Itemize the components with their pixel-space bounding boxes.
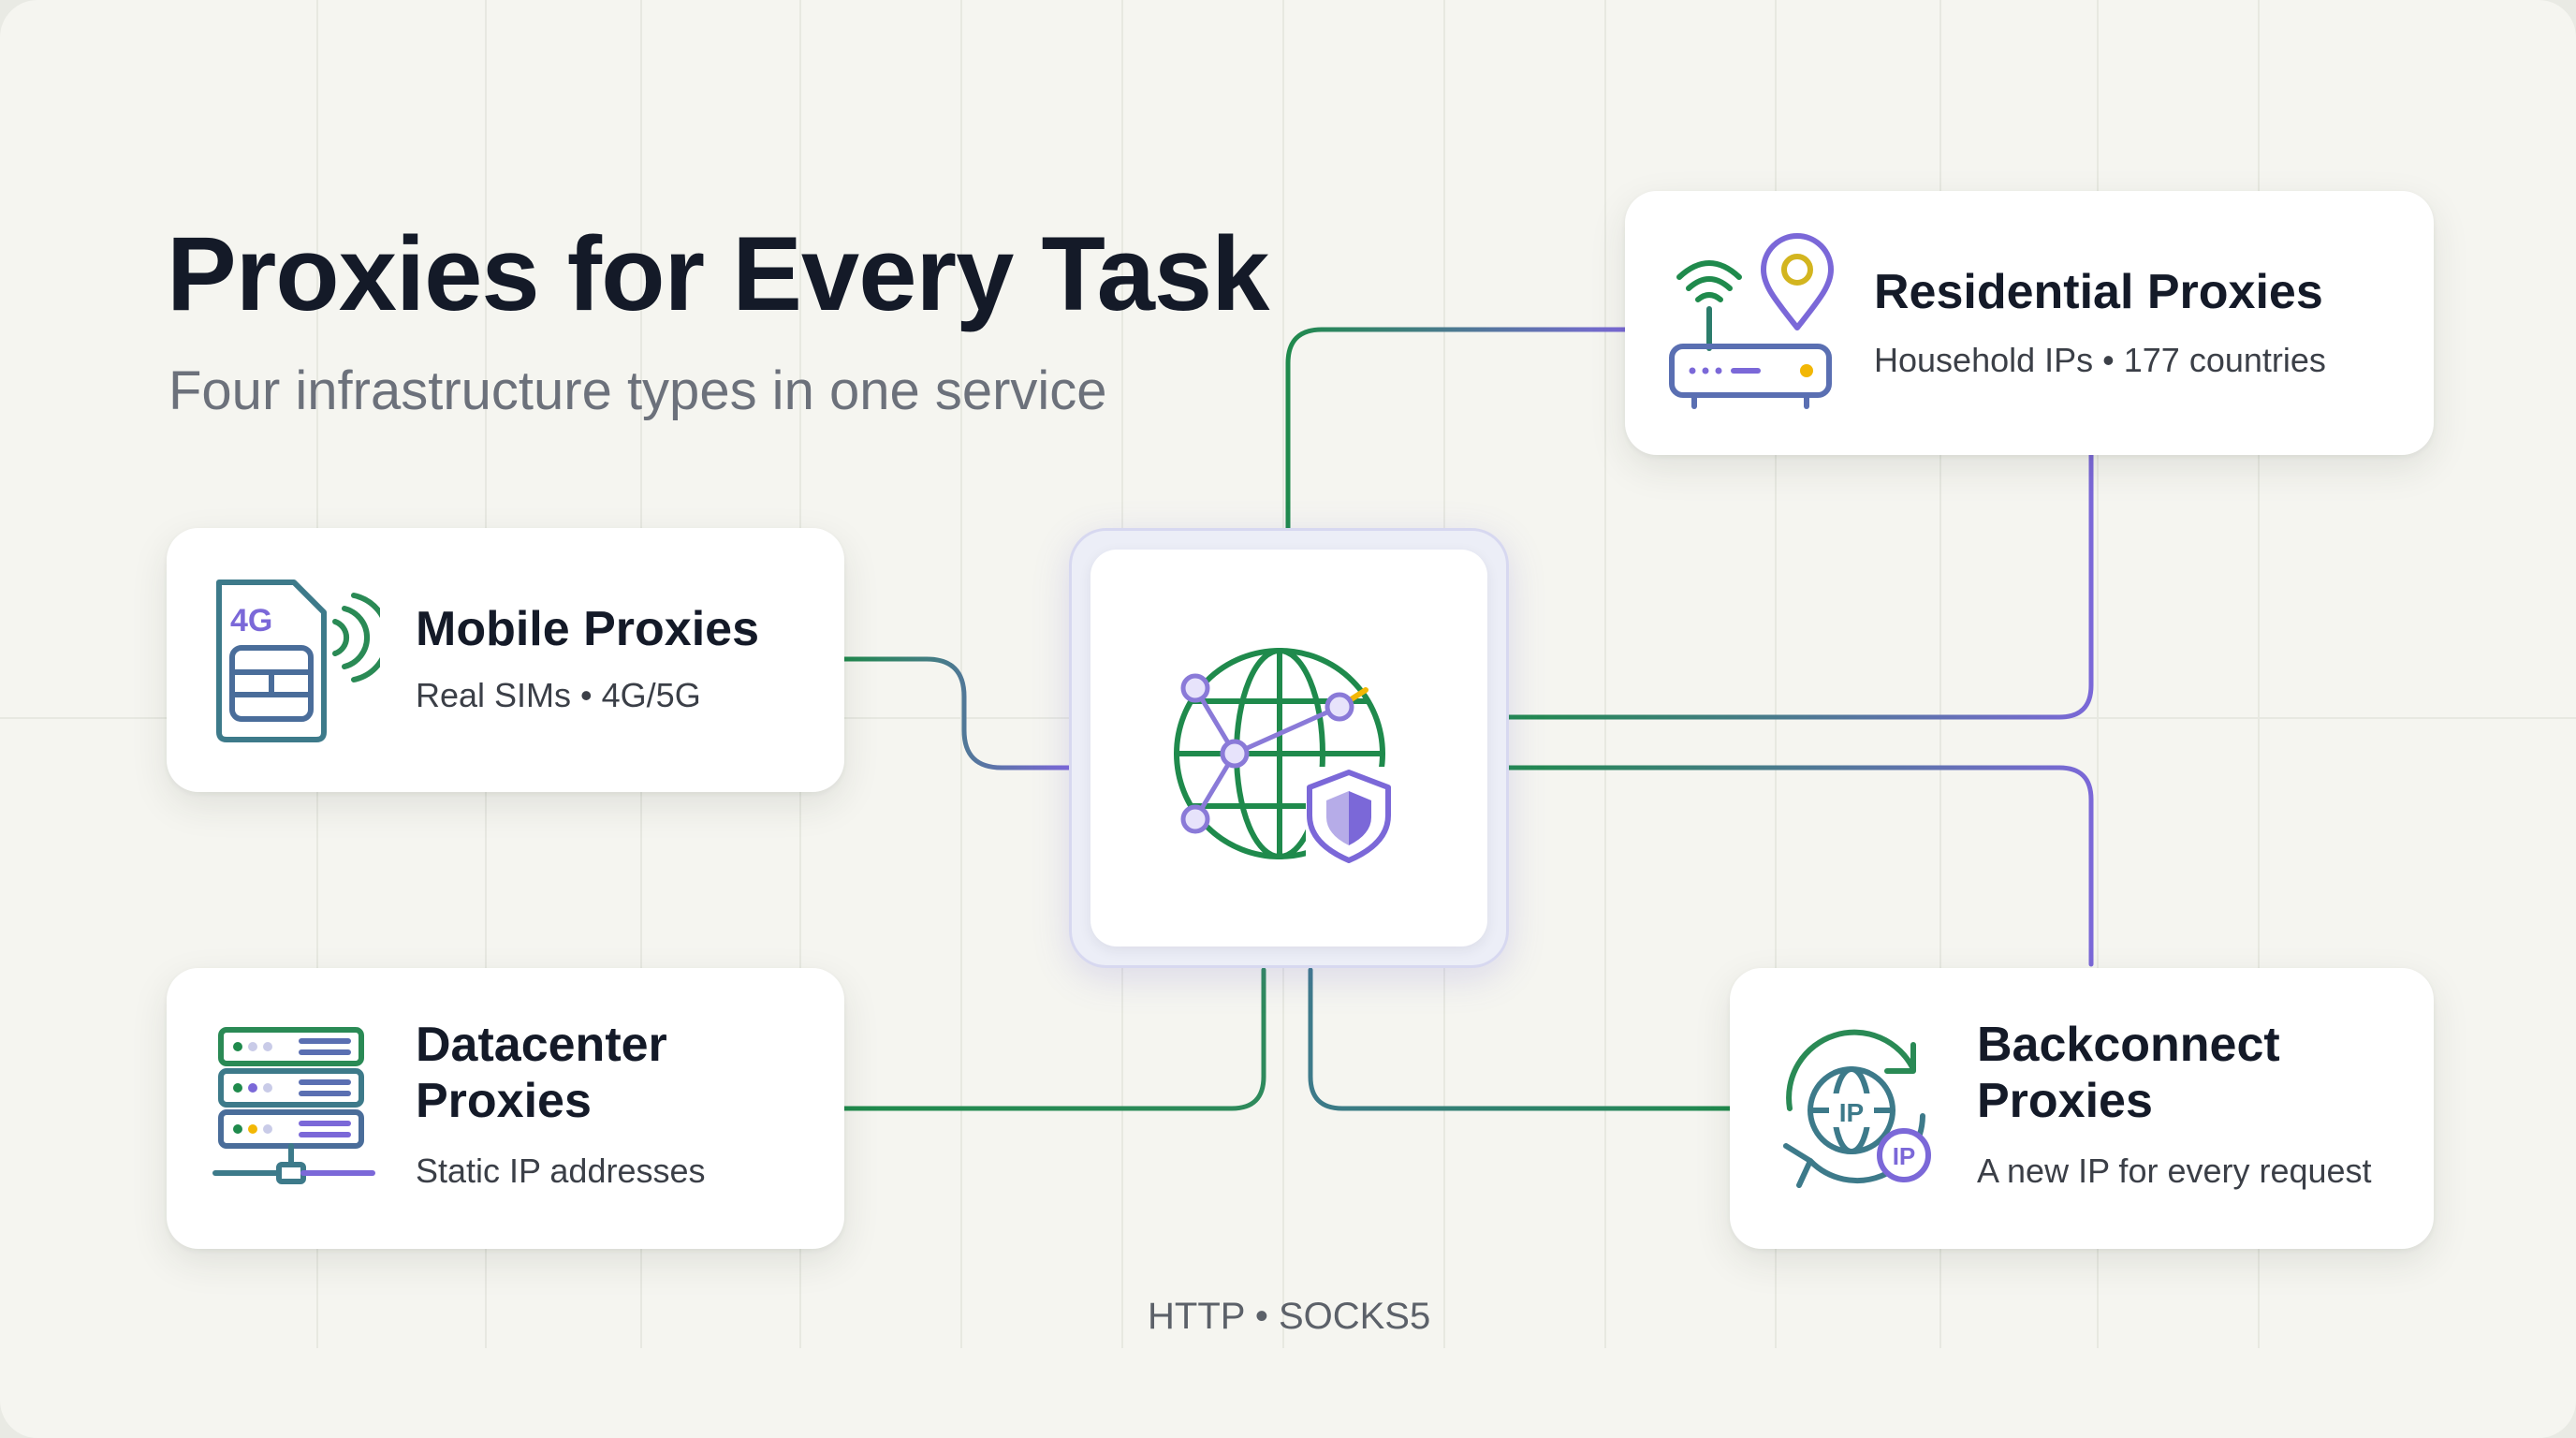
card-title: Residential Proxies [1874, 265, 2323, 319]
grid-line [1775, 0, 1777, 1348]
ip-label: IP [1839, 1098, 1864, 1127]
card-title-line: Proxies [1977, 1074, 2153, 1128]
central-hub [1069, 528, 1509, 968]
card-description: Household IPs • 177 countries [1874, 341, 2326, 379]
card-description: Static IP addresses [416, 1152, 706, 1190]
card-datacenter-proxies: Datacenter Proxies Static IP addresses [167, 968, 844, 1249]
ip-badge-label: IP [1893, 1142, 1916, 1170]
card-title-line: Proxies [416, 1074, 592, 1128]
sim-card-signal-icon: 4G [216, 580, 380, 742]
page-title: Proxies for Every Task [167, 215, 1269, 332]
card-title-line: Datacenter [416, 1018, 667, 1072]
router-location-icon [1669, 233, 1834, 409]
grid-line [2258, 0, 2260, 1348]
protocols-label: HTTP • SOCKS5 [1148, 1296, 1431, 1337]
server-rack-icon [212, 1027, 375, 1184]
card-title-line: Backconnect [1977, 1018, 2280, 1072]
sim-label: 4G [230, 603, 272, 638]
rotating-ip-icon: IP IP [1783, 1029, 1931, 1188]
card-description: Real SIMs • 4G/5G [416, 676, 701, 714]
grid-line [1604, 0, 1606, 1348]
hub-panel [1090, 550, 1487, 946]
card-title: Mobile Proxies [416, 602, 759, 656]
page-subtitle: Four infrastructure types in one service [168, 360, 1107, 421]
globe-shield-icon [1174, 648, 1392, 864]
card-residential-proxies: Residential Proxies Household IPs • 177 … [1625, 191, 2434, 455]
card-backconnect-proxies: IP IP Backconnect Proxies A new IP for e… [1730, 968, 2434, 1249]
card-mobile-proxies: 4G Mobile Proxies Real SIMs • 4G/5G [167, 528, 844, 792]
grid-line [2097, 0, 2099, 1348]
grid-line [1939, 0, 1941, 1348]
card-description: A new IP for every request [1977, 1152, 2372, 1190]
